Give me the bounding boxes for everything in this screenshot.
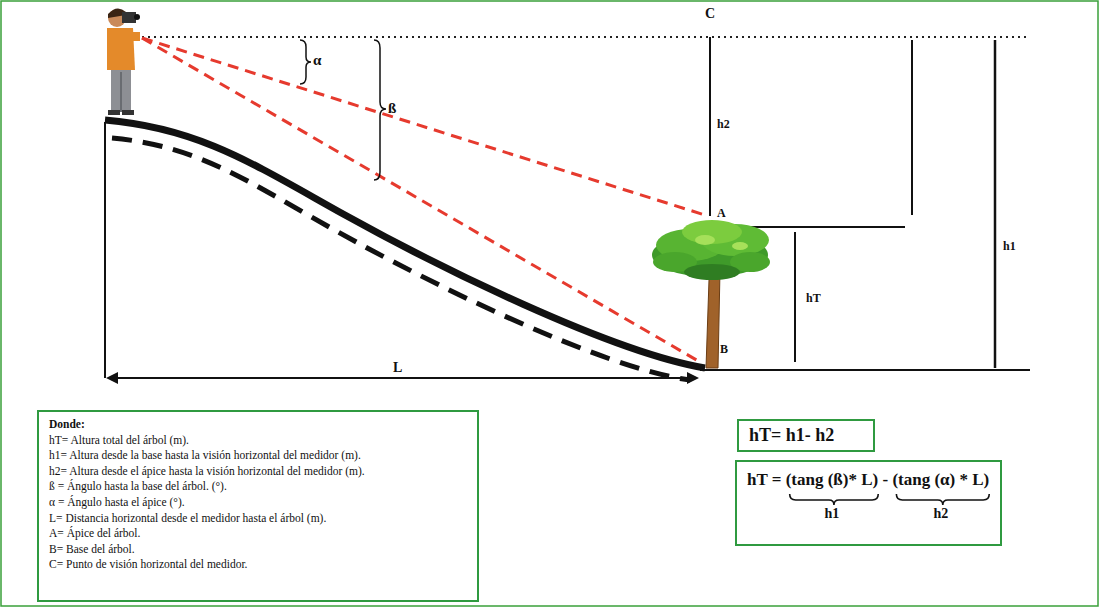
point-label: A [717, 207, 726, 219]
tree [652, 220, 770, 368]
legend-line: ß = Ángulo hasta la base del árbol. (°). [49, 479, 469, 495]
sight-base [142, 38, 700, 362]
alpha-brace [300, 40, 311, 84]
formula-text: hT= h1- h2 [749, 425, 863, 446]
h2-line [709, 37, 711, 216]
beta-brace [374, 40, 386, 180]
height-label: h1 [1003, 240, 1016, 252]
point-label: B [720, 343, 728, 355]
brace-label: h1 [825, 507, 840, 521]
underbrace [790, 494, 879, 505]
legend-line: α = Ángulo hasta el ápice (°). [49, 495, 469, 511]
angle-label: α [313, 53, 321, 68]
point-label: C [705, 7, 715, 21]
formula-box: hT = (tang (ß)* L) - (tang (α) * L) h1 h2 [735, 460, 1002, 546]
ht-dim [794, 232, 796, 362]
arrow-head [106, 372, 118, 384]
angle-label: ß [388, 101, 396, 116]
legend-line: h1= Altura desde la base hasta la visión… [49, 448, 469, 464]
legend-line: A= Ápice del árbol. [49, 526, 469, 542]
h1-dim [994, 40, 997, 368]
legend-heading: Donde: [49, 417, 469, 433]
dimension-label: L [393, 361, 402, 375]
observer [107, 8, 140, 115]
legend-line: L= Distancia horizontal desde el medidor… [49, 511, 469, 527]
dimension-line [112, 377, 693, 379]
left-edge [104, 122, 106, 378]
sight-apex [142, 38, 708, 216]
formula-box: hT= h1- h2 [737, 419, 875, 452]
underbraces [737, 462, 738, 463]
brace-label: h2 [933, 507, 948, 521]
sight-line [142, 36, 1030, 38]
height-label: h2 [717, 118, 730, 130]
h2-dim [911, 40, 913, 215]
arrow-head [687, 372, 699, 384]
height-label: hT [806, 292, 821, 304]
legend-line: B= Base del árbol. [49, 542, 469, 558]
formula-text: hT = (tang (ß)* L) - (tang (α) * L) [747, 470, 989, 490]
ground [700, 369, 1030, 371]
slope-dashes [112, 138, 690, 380]
legend-box: Donde:hT= Altura total del árbol (m).h1=… [37, 410, 479, 602]
legend-line: C= Punto de visión horizontal del medido… [49, 557, 469, 573]
slope [105, 120, 705, 368]
legend-line: hT= Altura total del árbol (m). [49, 433, 469, 449]
underbrace [896, 494, 989, 505]
legend-line: h2= Altura desde el ápice hasta la visió… [49, 464, 469, 480]
